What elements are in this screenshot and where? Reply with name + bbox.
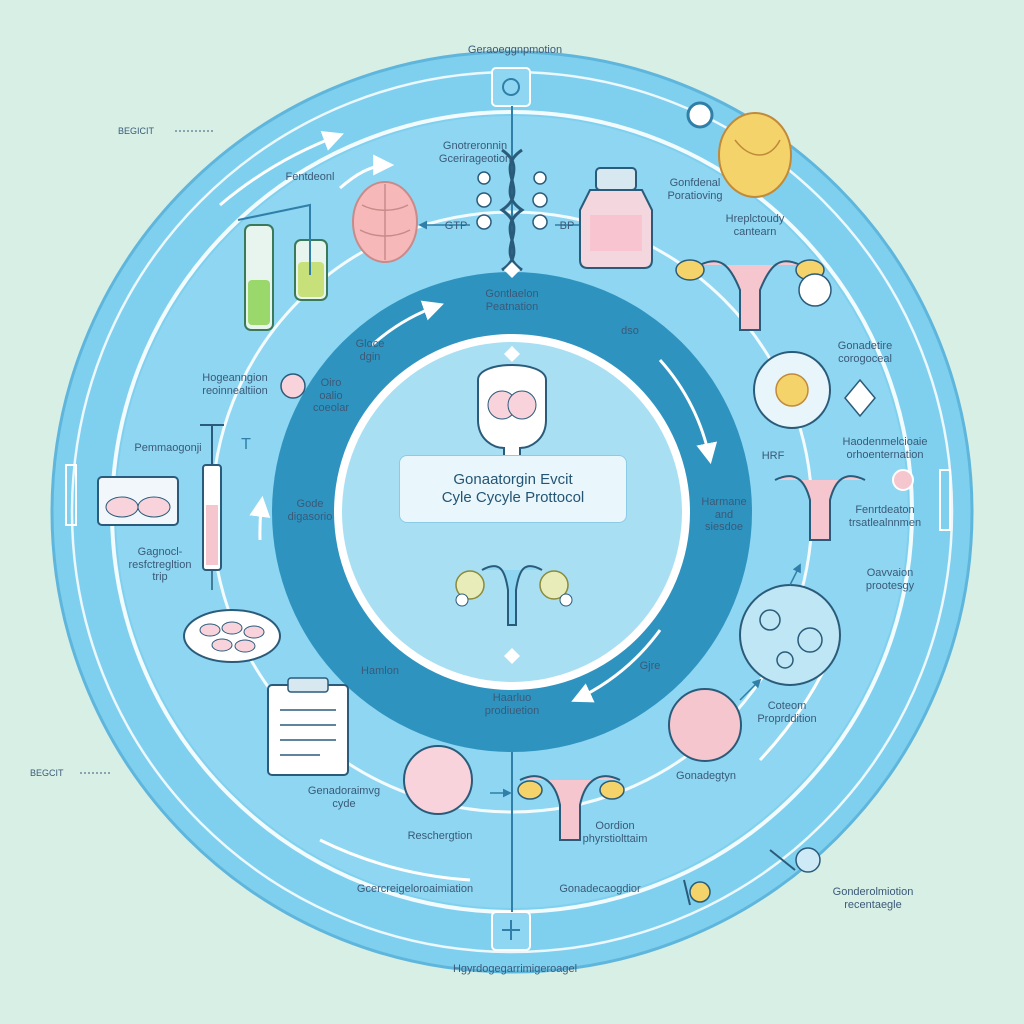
ovary-organ-icon: [718, 112, 792, 198]
inner-left-low-label: Gode digasorio: [287, 498, 333, 523]
bp-label: BP: [559, 220, 575, 232]
hormonal-stimulation-label: Haodenmelcioaie orhoenternation: [842, 436, 928, 461]
egg-cell-icon: [753, 351, 831, 429]
gonadal-receptor-bottom-label: Gonadecaogdior: [559, 883, 641, 895]
petri-tray-icon: [97, 476, 179, 526]
gonadotropin-label: Gonadegtyn: [676, 770, 736, 782]
geonad-restimulation-label: Gagnocl- resfctregltion trip: [128, 546, 192, 584]
title-line-1: Gonaatorgin Evcit: [453, 471, 573, 488]
uterus-icon-center: [455, 565, 573, 626]
uterus-icon-bottom: [517, 775, 625, 841]
hormonal-regulation-label: Hogeanngion reoinnealtiion: [202, 372, 268, 397]
uterus-icon-right: [774, 475, 866, 541]
inner-bottom-left-label: Hamlon: [361, 665, 399, 677]
medicine-bottle-icon: [579, 167, 653, 269]
embryo-icon: [668, 688, 742, 762]
inner-left-top-label: Gloce dgin: [355, 338, 385, 363]
uterus-icon-top: [675, 259, 825, 331]
gonadotropin-receptor-label: Gonderolmiotion recentaegle: [832, 886, 914, 911]
ovarian-phase-label: Oordion phyrstiolttaim: [582, 820, 648, 845]
left-top-tag: BEGICIT: [118, 126, 155, 136]
pituitary-icon: [477, 364, 547, 471]
t-mark: T: [241, 436, 251, 453]
clipboard-icon: [267, 677, 349, 776]
inner-top-label: Gontlaelon Peatnation: [485, 288, 539, 313]
gtp-label: GTP: [444, 220, 468, 232]
dna-icon: [476, 148, 548, 272]
cell-cluster-icon: [739, 584, 841, 686]
brain-icon: [352, 181, 418, 263]
inner-right-mid-label: Harmane and siesdoe: [701, 496, 747, 534]
inner-bottom-label: Haarluo prodiuetion: [484, 692, 540, 717]
hormonal-stimulation2-label: Fenrtdeaton trsatlealnnmen: [848, 504, 922, 529]
gonadal-receptor-label: Gonadetire corogoceal: [837, 340, 893, 365]
follicle-icon: [403, 745, 473, 815]
gonadotropic-cycle-label: Genadoraimvg cyde: [307, 785, 381, 810]
bottom-header-label: Hgyrdogegarrimigeroagel: [452, 963, 578, 975]
ovarian-processing-label: Oavvaion prootesgy: [865, 567, 915, 592]
top-header-label: Geraoeggnpmotion: [467, 44, 563, 56]
hormonal-release-label: Hreplctoudy cantearn: [725, 213, 785, 238]
reproduction-label: Reschergtion: [407, 830, 473, 842]
syringe-icon: [200, 424, 224, 590]
gonadotropic-regulation-label: Gcercreigeloroaimiation: [356, 883, 474, 895]
pharmacology-label: Pemmaogonji: [134, 442, 202, 454]
title-box: Gonaatorgin Evcit Cyle Cycyle Prottocol: [399, 455, 627, 523]
pills-tray-icon: [183, 609, 281, 663]
inner-bottom-right-label: Gjre: [639, 660, 661, 672]
gonadotropin-release-label: Gnotreronnin Gcerirageotion: [438, 140, 512, 165]
test-tubes-icon: [237, 203, 328, 331]
ovarian-production-label: Coteom Proprddition: [757, 700, 817, 725]
gonadal-feedback-label: Gonfdenal Poratioving: [667, 177, 723, 202]
inner-left-mid-label: Oiro oalio coeolar: [312, 377, 350, 415]
inner-right-top-label: dso: [621, 325, 639, 337]
hormonal-label: Fentdeonl: [285, 171, 335, 183]
top-node-icon: [491, 67, 531, 107]
left-bottom-tag: BEGCIT: [30, 768, 64, 778]
title-line-2: Cyle Cycyle Prottocol: [441, 489, 585, 506]
hrf-label: HRF: [761, 450, 785, 462]
cell-dot-icon: [280, 373, 306, 399]
